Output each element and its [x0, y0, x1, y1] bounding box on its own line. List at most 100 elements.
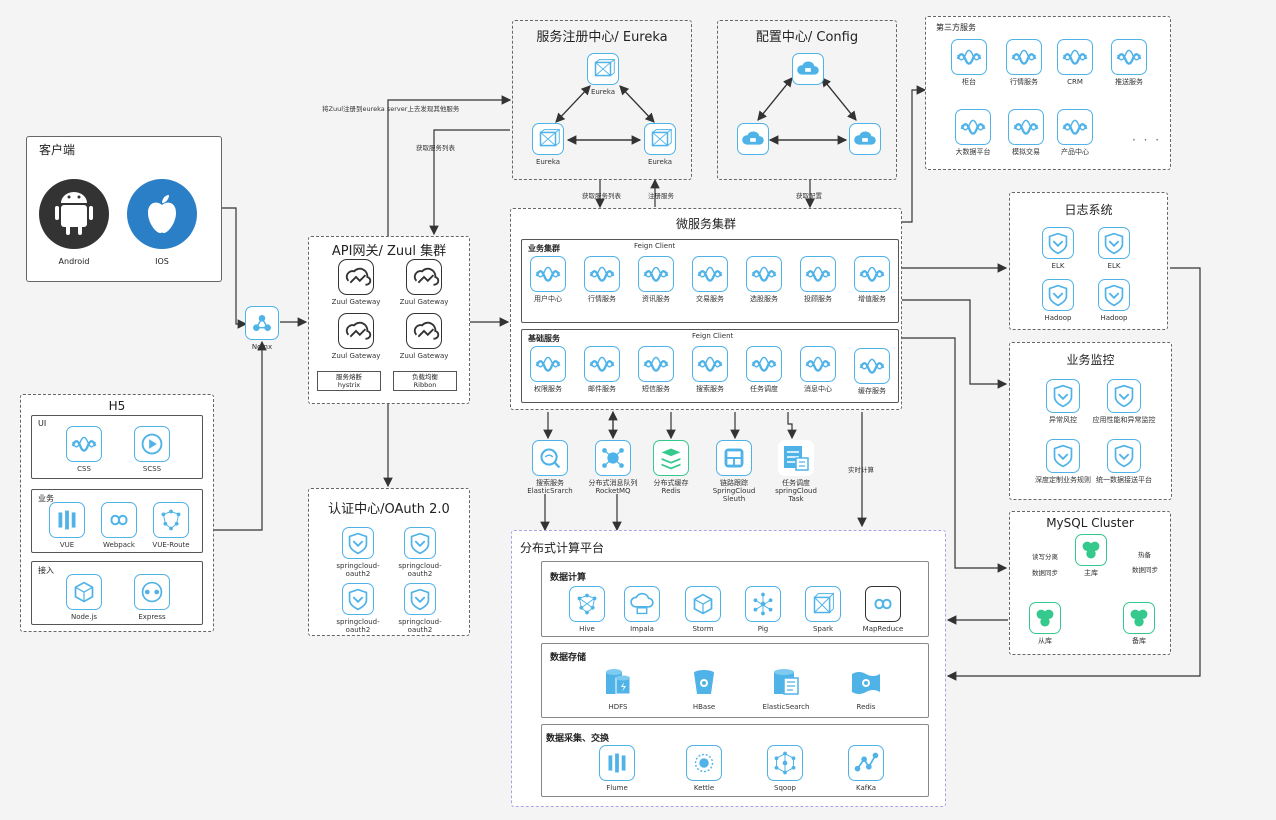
config-title: 配置中心/ Config	[755, 30, 859, 45]
css-node: CSS	[49, 426, 119, 473]
h5-biz-title: 业务	[38, 494, 54, 503]
monitor-node-1: 异常风控	[1028, 379, 1098, 424]
zuul-label-2: Zuul Gateway	[399, 298, 449, 306]
third-label-3: CRM	[1067, 78, 1083, 86]
search-icon	[532, 440, 568, 476]
zuul-label-3: Zuul Gateway	[331, 352, 381, 360]
middleware-sleuth-label: 链路跟踪 SpringCloud Sleuth	[712, 479, 756, 503]
base-node-6: 消息中心	[791, 346, 845, 393]
biz-label-7: 增值服务	[858, 295, 886, 303]
mysql-slave-label: 从库	[1038, 637, 1052, 645]
shield-icon	[1107, 439, 1141, 473]
base-node-7: 缓存服务	[845, 348, 899, 395]
middleware-task: 任务调度 springCloud Task	[761, 440, 831, 503]
zuul-node-3: Zuul Gateway	[321, 313, 391, 360]
oauth-panel: 认证中心/OAuth 2.0 springcloud- oauth2 sprin…	[308, 488, 470, 636]
log-node-2: ELK	[1084, 227, 1144, 270]
webpack-node: Webpack	[84, 502, 154, 549]
mysql-master: 主库	[1058, 534, 1124, 577]
target-icon	[686, 745, 722, 781]
third-more: · · ·	[1132, 133, 1162, 147]
compute-hive: Hive	[553, 586, 621, 633]
infinity-icon	[101, 502, 137, 538]
zuul-node-4: Zuul Gateway	[389, 313, 459, 360]
cloud-icon	[737, 123, 769, 155]
wave-icon	[854, 256, 890, 292]
base-cluster: 基础服务 Feign Client 权限服务 邮件服务 短信服务 搜索服务 任务…	[521, 329, 899, 403]
mysql-sync-1: 数据同步	[1032, 569, 1058, 577]
shield-icon	[1046, 379, 1080, 413]
eureka-label-top: Eureka	[590, 88, 616, 96]
zuul-node-2: Zuul Gateway	[389, 259, 459, 306]
vue-label: VUE	[59, 541, 75, 549]
mysql-sync-2: 数据同步	[1132, 566, 1158, 574]
client-title: 客户端	[39, 143, 76, 157]
gateway-title: API网关/ Zuul 集群	[331, 244, 447, 259]
wave-icon	[1057, 109, 1093, 145]
oauth-label-1: springcloud- oauth2	[336, 562, 380, 578]
log-panel: 日志系统 ELK ELK Hadoop Hadoop	[1009, 192, 1168, 330]
nodejs-label: Node.js	[70, 613, 98, 621]
nginx-node: Nginx	[227, 306, 297, 351]
zuul-icon	[406, 259, 442, 295]
compute-hive-label: Hive	[579, 625, 595, 633]
express-node: Express	[117, 574, 187, 621]
base-label-1: 权限服务	[534, 385, 562, 393]
android-icon	[39, 179, 109, 249]
h5-panel: H5 UI CSS SCSS 业务 VUE Webpack VUE-Route …	[20, 394, 214, 632]
annot-get-list-2: 获取服务列表	[582, 192, 621, 200]
third-node-4: 推送服务	[1094, 39, 1164, 86]
storage-title: 数据存储	[550, 653, 587, 663]
wave-icon	[638, 256, 674, 292]
oauth-node-1: springcloud- oauth2	[323, 527, 393, 578]
collect-sqoop: Sqoop	[750, 745, 820, 792]
log-node-3: Hadoop	[1028, 279, 1088, 322]
android-node: Android	[39, 179, 109, 266]
cloud-icon	[849, 123, 881, 155]
h5-title: H5	[108, 399, 126, 413]
cube-box-icon	[532, 123, 564, 155]
wave-icon	[692, 346, 728, 382]
oauth-node-3: springcloud- oauth2	[323, 583, 393, 634]
zuul-node-1: Zuul Gateway	[321, 259, 391, 306]
scss-label: SCSS	[142, 465, 162, 473]
nodejs-node: Node.js	[49, 574, 119, 621]
eureka-panel: 服务注册中心/ Eureka Eureka Eureka Eureka	[512, 20, 692, 180]
compute-pig-label: Pig	[757, 625, 769, 633]
biz-label-3: 资讯服务	[642, 295, 670, 303]
middleware-redis-label: 分布式缓存 Redis	[653, 479, 689, 495]
nodes-icon	[745, 586, 781, 622]
base-label-2: 邮件服务	[588, 385, 616, 393]
ios-node: IOS	[127, 179, 197, 266]
cloud-icon	[792, 53, 824, 85]
db-hex-icon	[1123, 602, 1155, 634]
scss-node: SCSS	[117, 426, 187, 473]
compute-pig: Pig	[729, 586, 797, 633]
biz-node-4: 交易服务	[683, 256, 737, 303]
h5-ui-group: UI CSS SCSS	[31, 415, 203, 479]
wave-icon	[584, 256, 620, 292]
wave-icon	[1111, 39, 1147, 75]
third-node-6: 模拟交易	[991, 109, 1061, 156]
wave-icon	[584, 346, 620, 382]
collect-kettle: Kettle	[669, 745, 739, 792]
storage-es: ElasticSearch	[751, 664, 821, 711]
ios-label: IOS	[155, 257, 169, 266]
shield-icon	[1042, 227, 1074, 259]
zuul-icon	[338, 259, 374, 295]
config-node-right	[830, 123, 900, 155]
monitor-title: 业务监控	[1066, 353, 1115, 367]
shield-icon	[1046, 439, 1080, 473]
oauth-node-2: springcloud- oauth2	[385, 527, 455, 578]
oauth-title: 认证中心/OAuth 2.0	[328, 502, 450, 517]
gear-flag-icon	[848, 664, 884, 700]
shield-icon	[404, 527, 436, 559]
middleware-mq: 分布式消息队列 RocketMQ	[578, 440, 648, 495]
compute-spark: Spark	[789, 586, 857, 633]
third-node-3: CRM	[1040, 39, 1110, 86]
shield-icon	[342, 527, 374, 559]
storage-group: 数据存储 HDFS HBase ElasticSearch Redis	[541, 643, 929, 718]
third-node-5: 大数据平台	[938, 109, 1008, 156]
base-label-5: 任务调度	[750, 385, 778, 393]
path-nodes-icon	[848, 745, 884, 781]
